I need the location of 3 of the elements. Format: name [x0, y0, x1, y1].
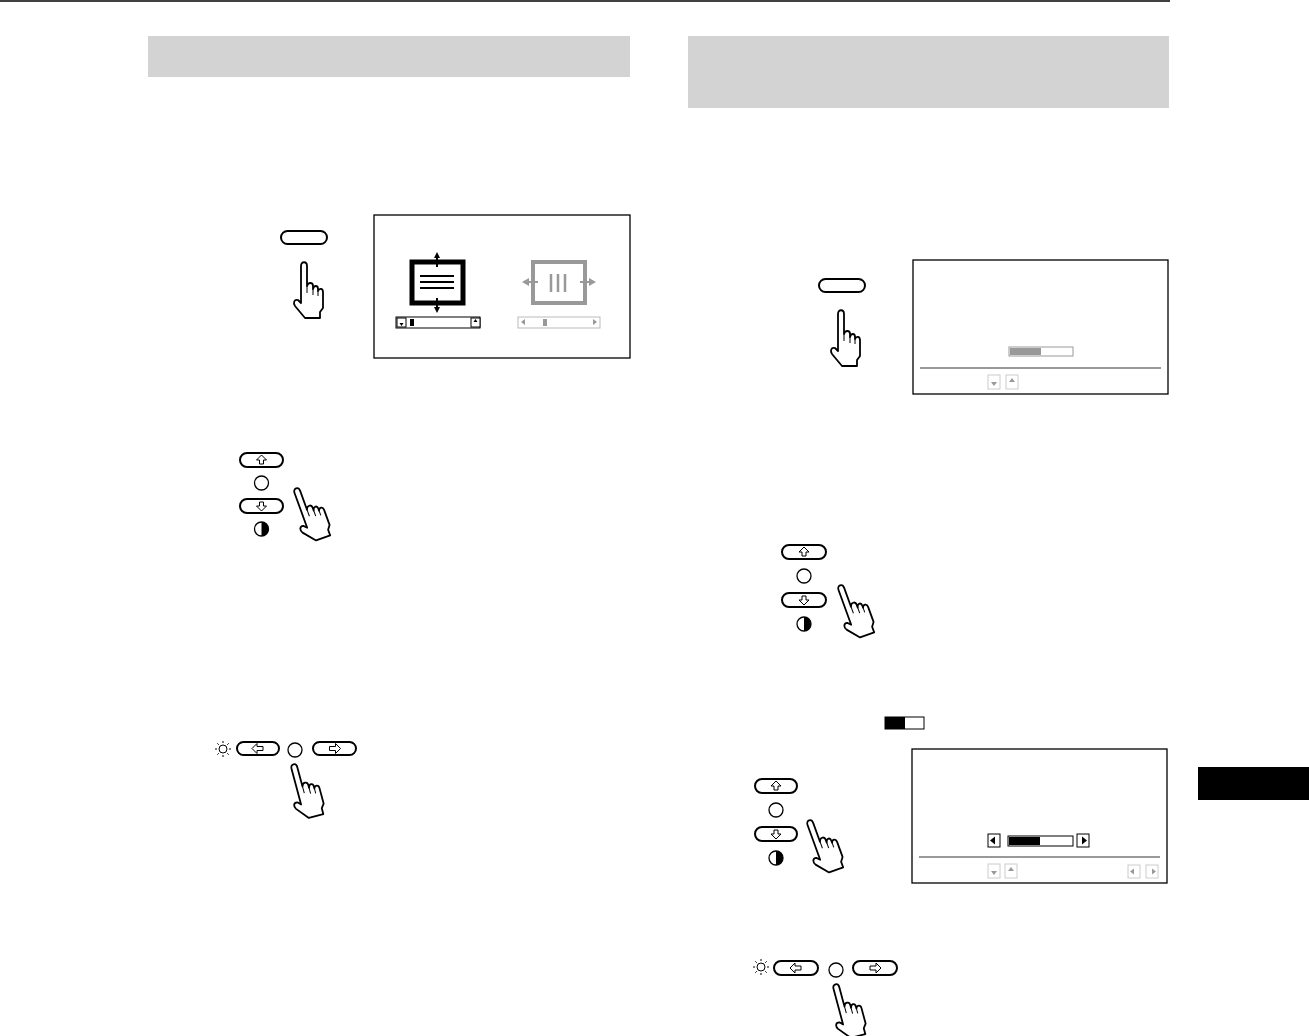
- heading-band: [148, 36, 630, 77]
- section-tab: [1198, 767, 1309, 800]
- heading-band: [688, 36, 1169, 108]
